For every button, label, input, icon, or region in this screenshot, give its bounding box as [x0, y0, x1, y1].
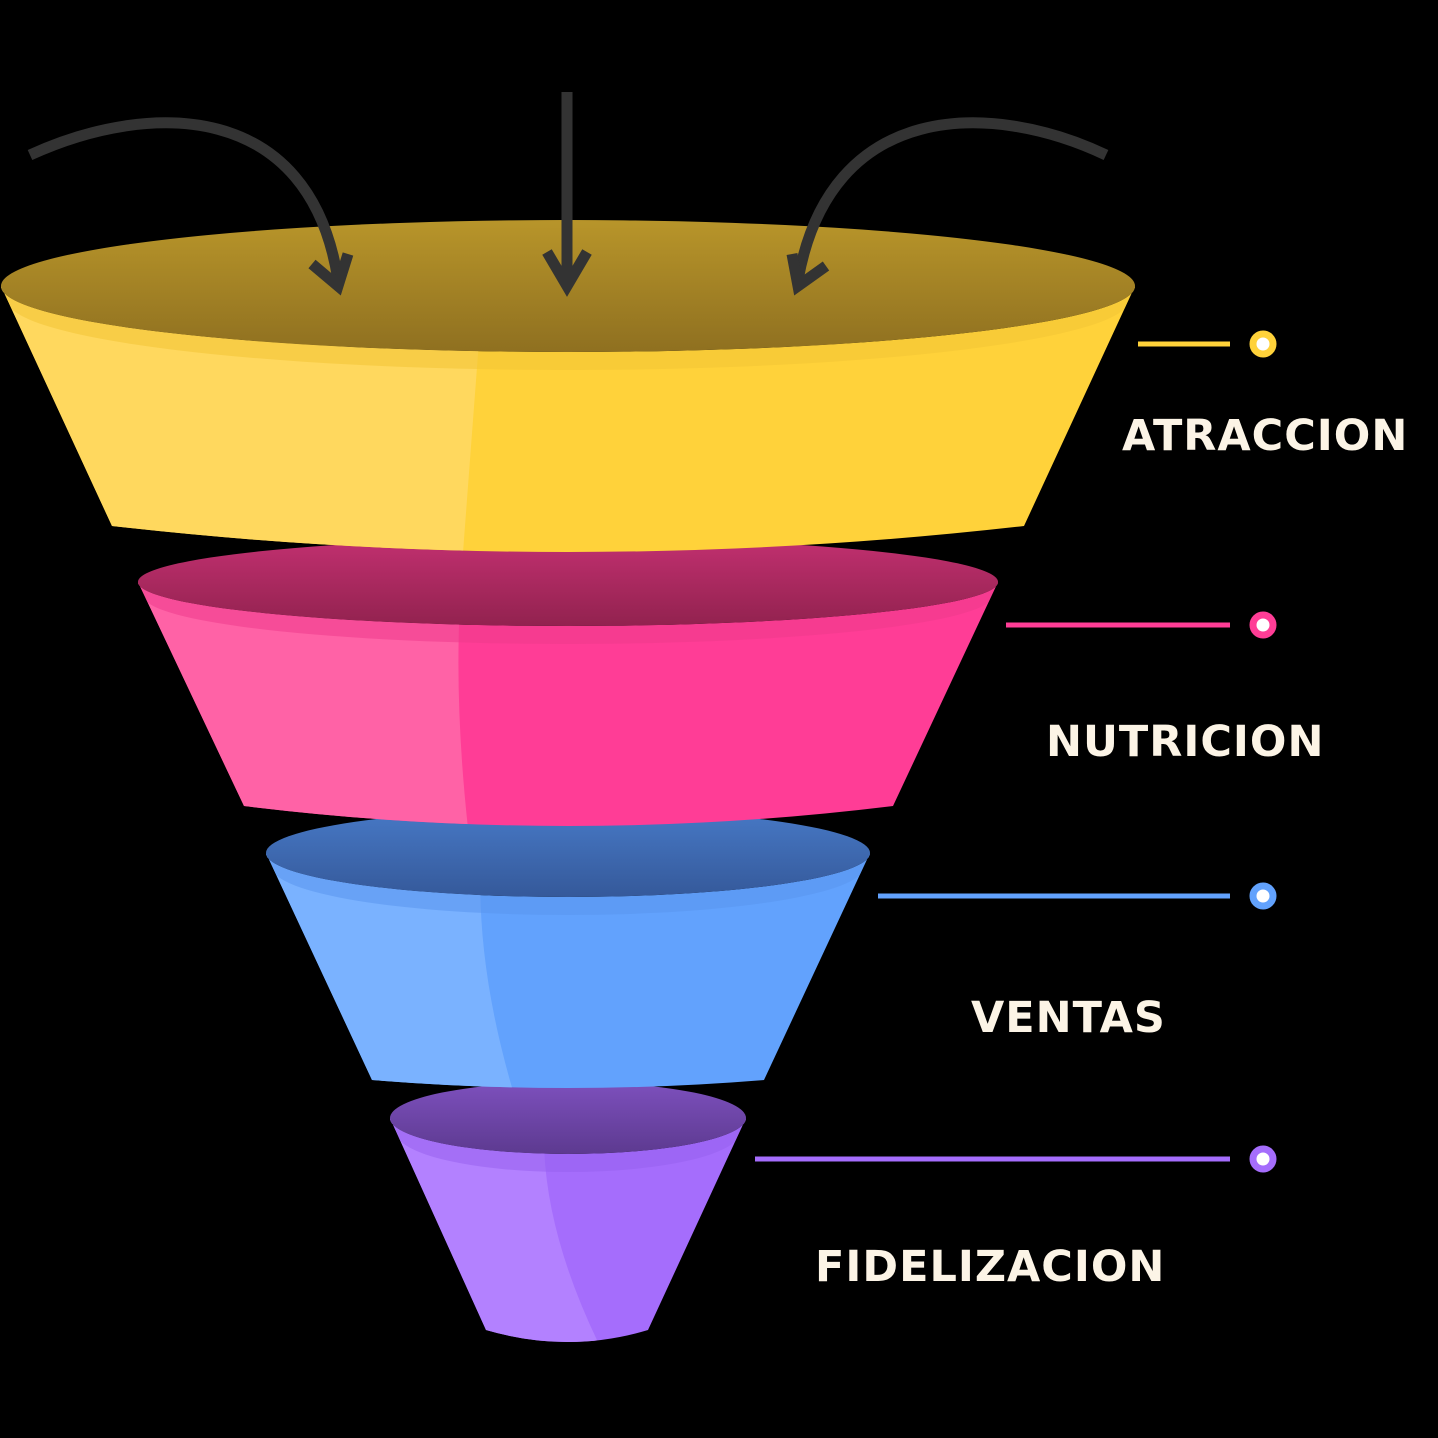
funnel-stage-atraccion — [1, 220, 1135, 552]
funnel-stage-fidelizacion — [390, 1082, 746, 1342]
incoming-arrows — [27, 92, 1109, 297]
arrow-right-head-icon — [786, 252, 830, 296]
connector-dot-atraccion — [1249, 330, 1277, 358]
funnel-top-fidelizacion — [390, 1082, 746, 1154]
stage-label-nutricion: NUTRICION — [1046, 717, 1325, 767]
stage-label-atraccion: ATRACCION — [1122, 411, 1409, 461]
connector-dot-fidelizacion — [1249, 1145, 1277, 1173]
arrow-center-head-icon — [542, 249, 592, 297]
funnel-lip-fidelizacion — [390, 1118, 746, 1172]
arrow-right-icon — [792, 117, 1109, 281]
arrow-left-head-icon — [308, 252, 354, 296]
stage-label-ventas: VENTAS — [971, 993, 1166, 1043]
funnel-top-nutricion — [138, 538, 998, 626]
funnel-stage-nutricion — [138, 538, 998, 826]
arrow-left-icon — [27, 117, 344, 281]
funnel-top-ventas — [266, 809, 870, 897]
funnel-stage-ventas — [266, 809, 870, 1088]
stage-label-fidelizacion: FIDELIZACION — [815, 1242, 1166, 1292]
funnel-lip-atraccion — [1, 286, 1135, 370]
connector-dot-ventas — [1249, 882, 1277, 910]
funnel-lip-nutricion — [138, 582, 998, 644]
funnel-lip-ventas — [266, 853, 870, 915]
connector-dot-nutricion — [1249, 611, 1277, 639]
